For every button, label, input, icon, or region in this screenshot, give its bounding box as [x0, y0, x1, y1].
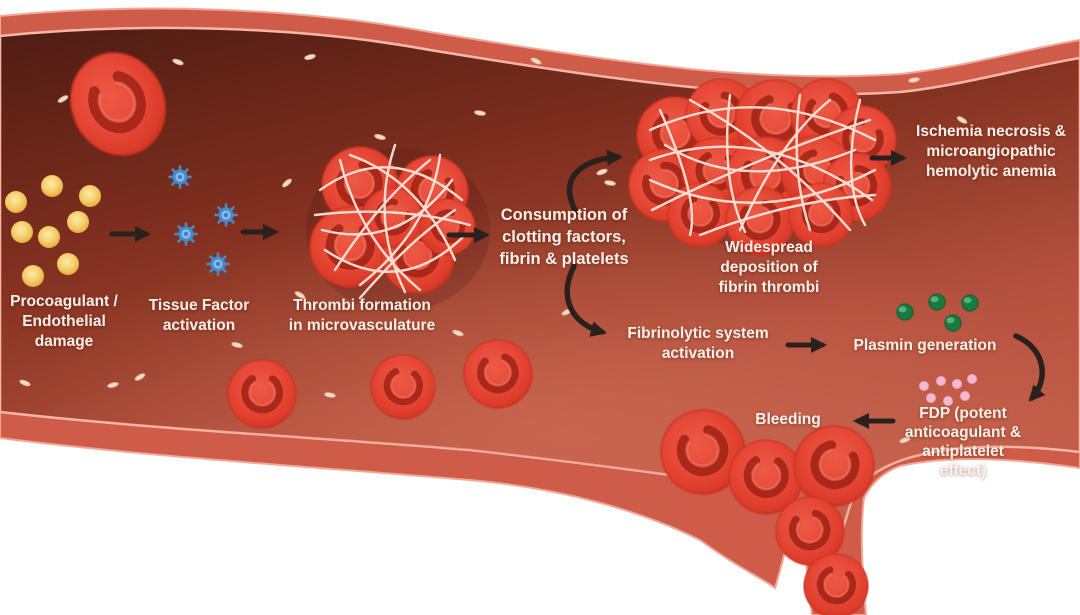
arrow-consumption-to-fibrinolytic	[564, 263, 607, 337]
microthrombus-clot	[304, 136, 490, 312]
flow-arrows	[109, 149, 1046, 429]
widespread-thrombi-clot	[616, 67, 910, 261]
arrow-plasmin-to-fdp	[1013, 333, 1046, 402]
fdp-particles	[919, 374, 977, 406]
fibrin-mesh	[313, 143, 472, 300]
procoagulant-particles	[5, 175, 101, 287]
arrow-consumption-to-widespread	[566, 149, 623, 215]
fibrin-mesh	[648, 93, 877, 237]
